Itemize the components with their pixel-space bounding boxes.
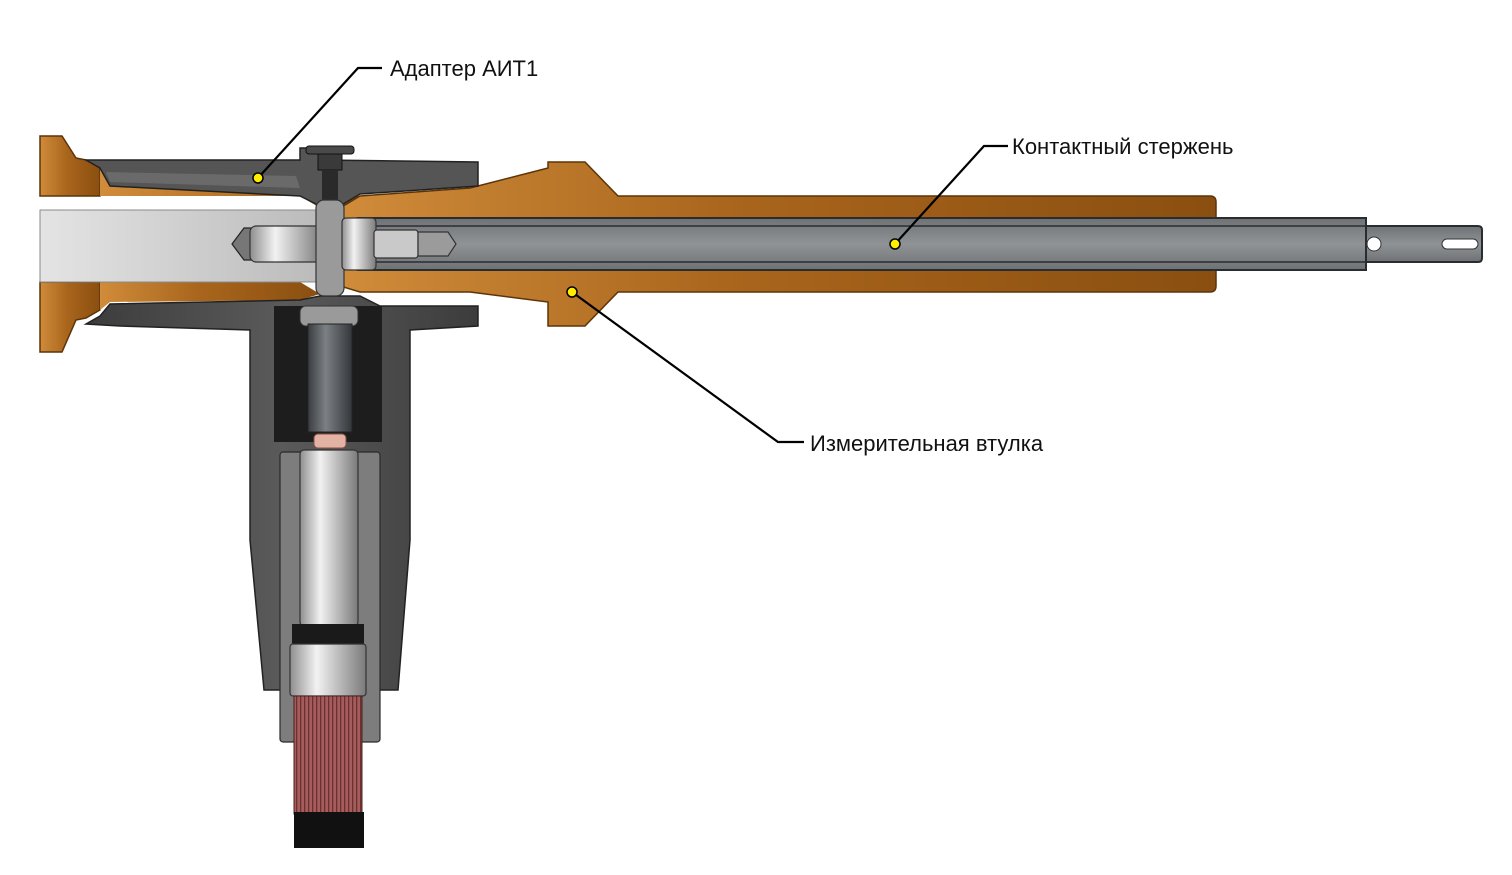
- label-contact-rod: Контактный стержень: [1012, 134, 1233, 159]
- top-stud: [305, 145, 355, 204]
- rod-tip: [1365, 225, 1483, 263]
- left-flange: [39, 135, 101, 197]
- label-measuring-sleeve: Измерительная втулка: [810, 431, 1044, 456]
- bolt-assembly: [231, 199, 457, 297]
- rod-slot: [1441, 238, 1479, 250]
- cable-collar: [289, 643, 367, 697]
- callout-contact-rod: Контактный стержень: [889, 134, 1233, 250]
- adapter-upper-inner: [106, 172, 300, 188]
- cable-insulation: [294, 812, 364, 848]
- rod-hole: [1366, 236, 1382, 252]
- connector-light-cylinder: [299, 449, 359, 627]
- lower-connector: [289, 305, 367, 848]
- callout-adapter: Адаптер АИТ1: [252, 56, 538, 184]
- cable-strands: [293, 695, 363, 815]
- left-flange-lower: [39, 281, 101, 353]
- label-adapter: Адаптер АИТ1: [390, 56, 538, 81]
- marker-dot: [252, 172, 264, 184]
- callout-measuring-sleeve: Измерительная втулка: [566, 286, 1044, 456]
- contact-rod: [357, 217, 1483, 271]
- marker-dot: [566, 286, 578, 298]
- marker-dot: [889, 238, 901, 250]
- lower-bronze-wedge: [100, 282, 320, 310]
- connector-dark-cylinder: [307, 323, 353, 433]
